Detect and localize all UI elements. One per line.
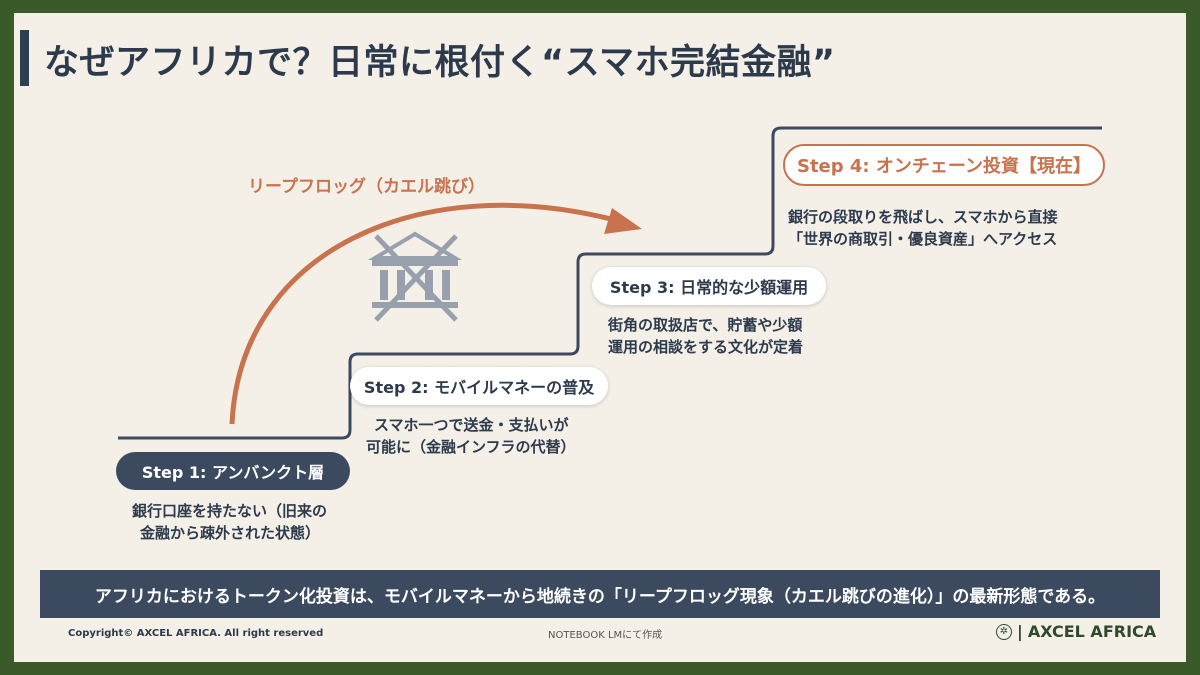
step-2-desc-line-2: 可能に（金融インフラの代替） bbox=[366, 438, 576, 456]
step-4-description: 銀行の段取りを飛ばし、スマホから直接 「世界の商取引・優良資産」へアクセス bbox=[788, 206, 1058, 250]
step-3-description: 街角の取扱店で、貯蓄や少額 運用の相談をする文化が定着 bbox=[608, 314, 803, 358]
step-4-pill: Step 4: オンチェーン投資【現在】 bbox=[783, 144, 1105, 186]
brand-name: AXCEL AFRICA bbox=[1027, 622, 1157, 641]
step-1-desc-line-1: 銀行口座を持たない（旧来の bbox=[132, 502, 328, 520]
leapfrog-arrow-arc bbox=[229, 202, 616, 425]
step-3-desc-line-2: 運用の相談をする文化が定着 bbox=[608, 338, 804, 356]
step-4-desc-line-2: 「世界の商取引・優良資産」へアクセス bbox=[788, 230, 1058, 248]
step-1-pill: Step 1: アンバンクト層 bbox=[116, 452, 350, 490]
logo-separator: | bbox=[1017, 622, 1023, 641]
step-2-description: スマホ一つで送金・支払いが 可能に（金融インフラの代替） bbox=[366, 414, 576, 458]
brand-logo: ✲ | AXCEL AFRICA bbox=[996, 622, 1156, 641]
step-1-desc-line-2: 金融から疎外された状態） bbox=[140, 524, 321, 542]
step-4-desc-line-1: 銀行の段取りを飛ばし、スマホから直接 bbox=[788, 208, 1058, 226]
step-3-pill: Step 3: 日常的な少額運用 bbox=[592, 267, 826, 305]
step-2-pill: Step 2: モバイルマネーの普及 bbox=[350, 367, 608, 405]
leapfrog-arrowhead bbox=[604, 208, 642, 234]
copyright-text: Copyright© AXCEL AFRICA. All right reser… bbox=[68, 628, 324, 639]
conclusion-banner: アフリカにおけるトークン化投資は、モバイルマネーから地続きの「リープフロッグ現象… bbox=[40, 570, 1160, 618]
step-1-description: 銀行口座を持たない（旧来の 金融から疎外された状態） bbox=[132, 500, 327, 544]
slide-frame bbox=[14, 13, 1186, 662]
bank-crossed-icon bbox=[367, 231, 463, 322]
stairs-line bbox=[118, 126, 1102, 440]
step-3-desc-line-1: 街角の取扱店で、貯蓄や少額 bbox=[608, 316, 803, 334]
title-accent-bar bbox=[20, 30, 29, 86]
slide-title: なぜアフリカで？日常に根付く“スマホ完結金融” bbox=[44, 43, 836, 83]
globe-logo-icon: ✲ bbox=[996, 623, 1012, 640]
notebooklm-credit: NOTEBOOK LMにて作成 bbox=[548, 630, 663, 641]
leapfrog-label: リープフロッグ（カエル跳び） bbox=[248, 177, 485, 197]
step-2-desc-line-1: スマホ一つで送金・支払いが bbox=[374, 416, 569, 434]
